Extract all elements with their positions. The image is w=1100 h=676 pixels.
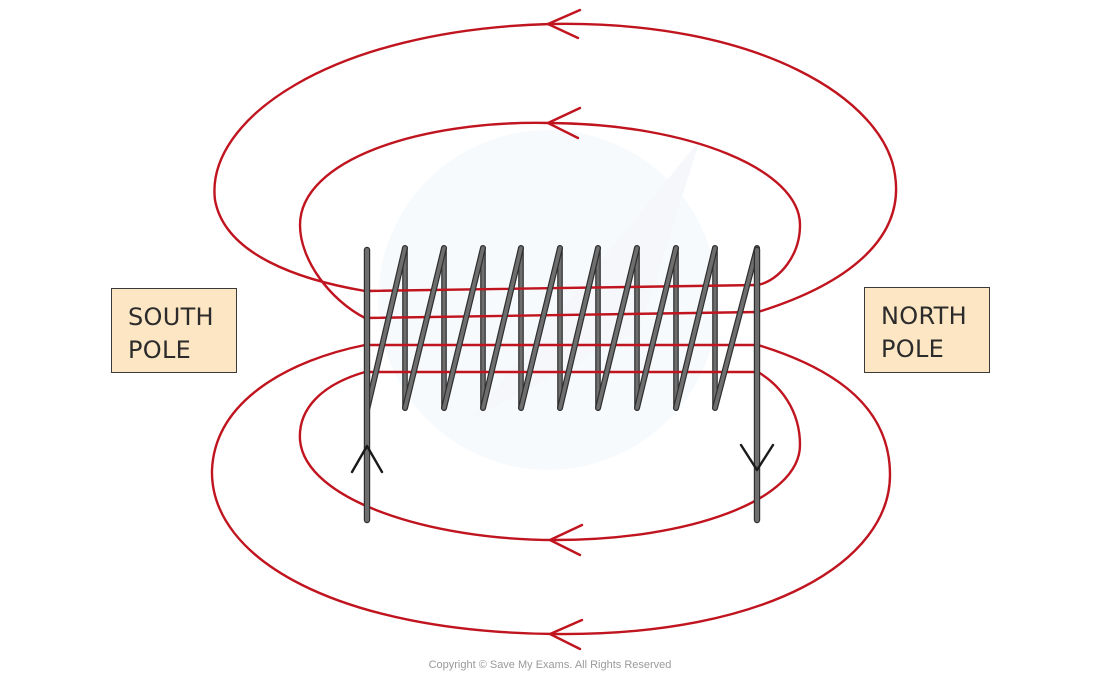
coil-front-segments [363,245,761,524]
chevron-left-icon [546,106,582,140]
north-pole-label: NORTH POLE [864,287,990,373]
copyright-notice: Copyright © Save My Exams. All Rights Re… [428,659,672,671]
north-pole-label-line2: POLE [881,335,945,363]
arrow-up-icon [350,444,384,474]
coil-turn-front [519,246,562,410]
magnetic-field-lines [210,8,898,651]
chevron-left-icon [546,8,582,40]
field-line-interior-2 [363,310,760,320]
coil-back-segments [402,245,718,411]
arrow-down-icon [739,443,775,472]
coil-turn-front [635,246,678,410]
field-line-interior-1 [363,283,760,293]
coil-turn-front [481,246,523,410]
chevron-left-icon [548,523,584,557]
coil-turn-front [674,246,717,410]
chevron-left-icon [548,618,584,651]
north-pole-label-line1: NORTH [881,302,967,330]
south-pole-label: SOUTH POLE [111,288,237,373]
coil-turn-front [713,246,759,410]
coil-turn-front [403,246,446,410]
south-pole-label-line2: POLE [128,336,192,364]
coil-turn-front [442,246,485,410]
south-pole-label-line1: SOUTH [128,303,214,331]
coil-turn-front [365,246,407,412]
coil-turn-front [596,246,639,410]
field-line-outer-bottom [210,343,892,636]
coil-turn-front [558,246,600,410]
field-line-inner-bottom [298,370,802,542]
